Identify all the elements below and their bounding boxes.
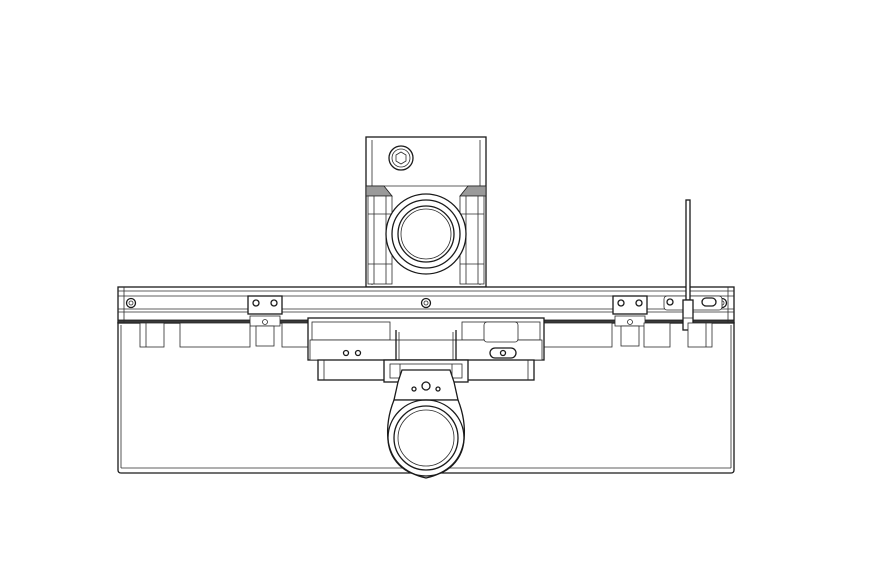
left-carriage-bracket <box>247 295 283 347</box>
vertical-rod <box>682 199 694 331</box>
center-drive-block <box>307 317 545 381</box>
rail-screw-left-icon <box>125 297 137 309</box>
lower-mount-plate <box>393 369 459 401</box>
rail-screw-center-icon <box>420 297 432 309</box>
upper-tube-ring <box>385 193 467 275</box>
under-rail-tabs <box>139 322 713 348</box>
hex-bolt-icon <box>388 145 414 171</box>
right-carriage-bracket <box>612 295 648 347</box>
lower-tube-ring <box>386 399 466 479</box>
